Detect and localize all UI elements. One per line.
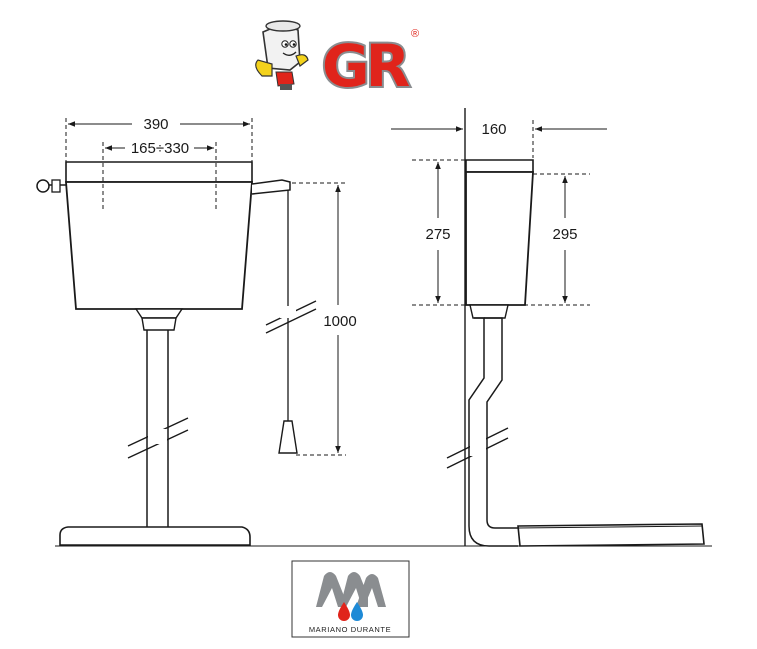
chain-length-dimension: 1000 bbox=[323, 313, 356, 330]
mascot-icon bbox=[255, 20, 309, 90]
side-view bbox=[55, 108, 712, 547]
depth-dimension: 160 bbox=[481, 121, 506, 138]
gr-brand-logo: GR ® bbox=[255, 20, 419, 102]
logo-letters: GR bbox=[322, 32, 410, 100]
side-cistern-lid bbox=[465, 159, 534, 173]
md-label: MARIANO DURANTE bbox=[309, 625, 391, 634]
bracket-range-dimension: 165÷330 bbox=[131, 140, 189, 157]
front-view bbox=[36, 161, 317, 546]
cistern-tank bbox=[65, 181, 253, 310]
chain-break-marks bbox=[265, 300, 317, 334]
outlet-fitting bbox=[134, 308, 184, 319]
side-cistern-tank bbox=[465, 171, 534, 306]
chain-lever bbox=[251, 179, 291, 195]
pull-handle bbox=[278, 420, 298, 454]
md-monogram-icon bbox=[316, 572, 386, 607]
cistern-lid bbox=[65, 161, 253, 183]
mariano-durante-logo: MARIANO DURANTE bbox=[291, 560, 410, 638]
flush-pipe bbox=[127, 330, 189, 527]
height-right-dimension: 295 bbox=[552, 226, 577, 243]
blue-water-drop-icon bbox=[351, 602, 363, 621]
side-toilet-pan bbox=[517, 523, 705, 547]
height-left-dimension: 275 bbox=[425, 226, 450, 243]
toilet-base bbox=[59, 526, 251, 546]
flush-handle bbox=[36, 179, 66, 193]
side-dimensions bbox=[391, 120, 607, 306]
side-flush-pipe-inner bbox=[484, 317, 518, 529]
side-flush-pipe-outer bbox=[468, 317, 518, 547]
front-dimensions bbox=[65, 118, 346, 456]
width-dimension: 390 bbox=[143, 116, 168, 133]
red-water-drop-icon bbox=[338, 602, 350, 621]
registered-mark: ® bbox=[411, 28, 419, 40]
